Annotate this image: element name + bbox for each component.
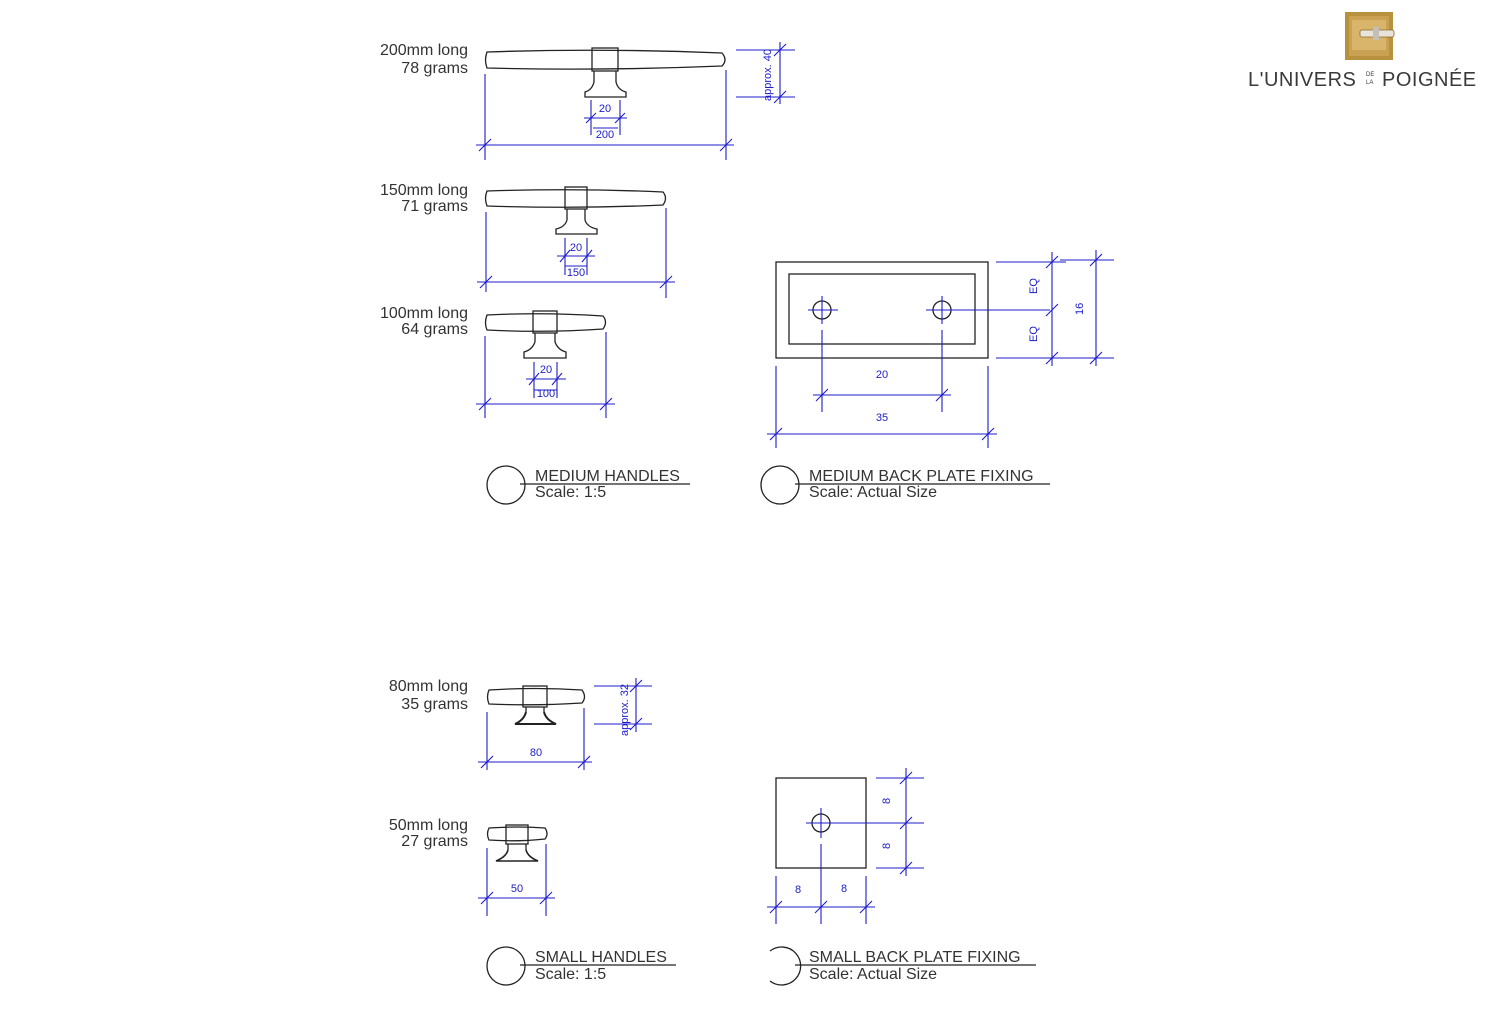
handle-80-length-label: 80mm long	[389, 678, 468, 695]
handle-200mm: 200mm long 78 grams 20	[380, 42, 795, 160]
title-small-back-plate: SMALL BACK PLATE FIXING Scale: Actual Si…	[769, 946, 1036, 986]
medium-plate-eq-top-dimension: EQ	[1028, 278, 1040, 294]
handle-200-neck-dimension: 20	[599, 103, 611, 115]
handle-50-length-label: 50mm long	[389, 817, 468, 834]
title-medium-handles: MEDIUM HANDLES Scale: 1:5	[486, 465, 690, 505]
handle-150-outline	[484, 186, 667, 235]
handle-50-weight-label: 27 grams	[401, 833, 468, 850]
handle-200-outline	[484, 47, 726, 98]
logo-text-poignee: POIGNÉE	[1382, 68, 1477, 91]
handle-100-weight-label: 64 grams	[401, 321, 468, 338]
handle-150-weight-label: 71 grams	[401, 198, 468, 215]
handle-200-height-dimension: approx. 40	[762, 49, 774, 101]
title-medium-plate-name: MEDIUM BACK PLATE FIXING	[809, 468, 1034, 485]
medium-plate-width-dimension: 35	[876, 412, 888, 424]
title-small-plate-name: SMALL BACK PLATE FIXING	[809, 949, 1021, 966]
title-marker-circle	[769, 946, 802, 986]
logo-emblem-icon	[1345, 12, 1395, 60]
handle-80-base-dimension: 80	[530, 747, 542, 759]
small-back-plate: 8 8 8 8	[767, 768, 924, 924]
small-plate-dimensions	[767, 768, 924, 924]
handle-50-base-dimension: 50	[511, 883, 523, 895]
handle-50mm: 50mm long 27 grams 50	[389, 817, 555, 916]
title-marker-circle	[760, 465, 800, 505]
title-marker-circle	[486, 465, 526, 505]
handle-100-outline	[484, 310, 607, 359]
brand-logo: L'UNIVERS DE LA POIGNÉE	[1248, 12, 1477, 91]
medium-plate-height-dimension: 16	[1074, 303, 1086, 315]
small-plate-top-dimension: 8	[881, 798, 893, 804]
medium-plate-hole-spacing-dimension: 20	[876, 369, 888, 381]
handle-150-length-label: 150mm long	[380, 182, 468, 199]
title-medium-back-plate: MEDIUM BACK PLATE FIXING Scale: Actual S…	[760, 465, 1050, 505]
logo-text-de: DE	[1366, 72, 1374, 78]
handle-150-dimensions	[477, 208, 675, 298]
handle-100mm: 100mm long 64 grams 20 100	[380, 305, 615, 418]
handle-80-weight-label: 35 grams	[401, 696, 468, 713]
handle-100-dimensions	[476, 332, 615, 418]
medium-plate-dimensions	[767, 250, 1114, 448]
handle-200-base-dimension: 200	[596, 129, 614, 141]
small-plate-left-dimension: 8	[795, 884, 801, 896]
handle-50-outline	[486, 824, 548, 862]
title-small-handles-name: SMALL HANDLES	[535, 949, 667, 966]
medium-plate-eq-bottom-dimension: EQ	[1028, 326, 1040, 342]
handle-80-height-dimension: approx. 32	[619, 684, 631, 736]
small-plate-bottom-dimension: 8	[881, 843, 893, 849]
handle-150mm: 150mm long 71 grams 20 150	[380, 182, 675, 298]
handle-100-base-dimension: 100	[537, 388, 555, 400]
handle-150-neck-dimension: 20	[570, 242, 582, 254]
logo-text-la: LA	[1366, 80, 1373, 86]
handle-100-neck-dimension: 20	[540, 364, 552, 376]
title-small-plate-scale: Scale: Actual Size	[809, 966, 937, 983]
handle-50-dimensions	[478, 844, 555, 916]
medium-back-plate: 20 35 EQ EQ 16	[767, 250, 1114, 448]
title-medium-plate-scale: Scale: Actual Size	[809, 484, 937, 501]
title-medium-handles-name: MEDIUM HANDLES	[535, 468, 680, 485]
handle-80-outline	[486, 685, 586, 725]
title-medium-handles-scale: Scale: 1:5	[535, 484, 606, 501]
title-small-handles-scale: Scale: 1:5	[535, 966, 606, 983]
title-small-handles: SMALL HANDLES Scale: 1:5	[486, 946, 676, 986]
logo-text-univers: L'UNIVERS	[1248, 69, 1356, 91]
handle-200-dimensions	[476, 42, 795, 160]
handle-200-weight-label: 78 grams	[401, 60, 468, 77]
handle-100-length-label: 100mm long	[380, 305, 468, 322]
small-plate-right-dimension: 8	[841, 883, 847, 895]
handle-80mm: 80mm long 35 grams 80 approx. 32	[389, 678, 652, 770]
title-marker-circle	[486, 946, 526, 986]
handle-150-base-dimension: 150	[567, 267, 585, 279]
handle-80-dimensions	[478, 678, 652, 770]
handle-200-length-label: 200mm long	[380, 42, 468, 59]
